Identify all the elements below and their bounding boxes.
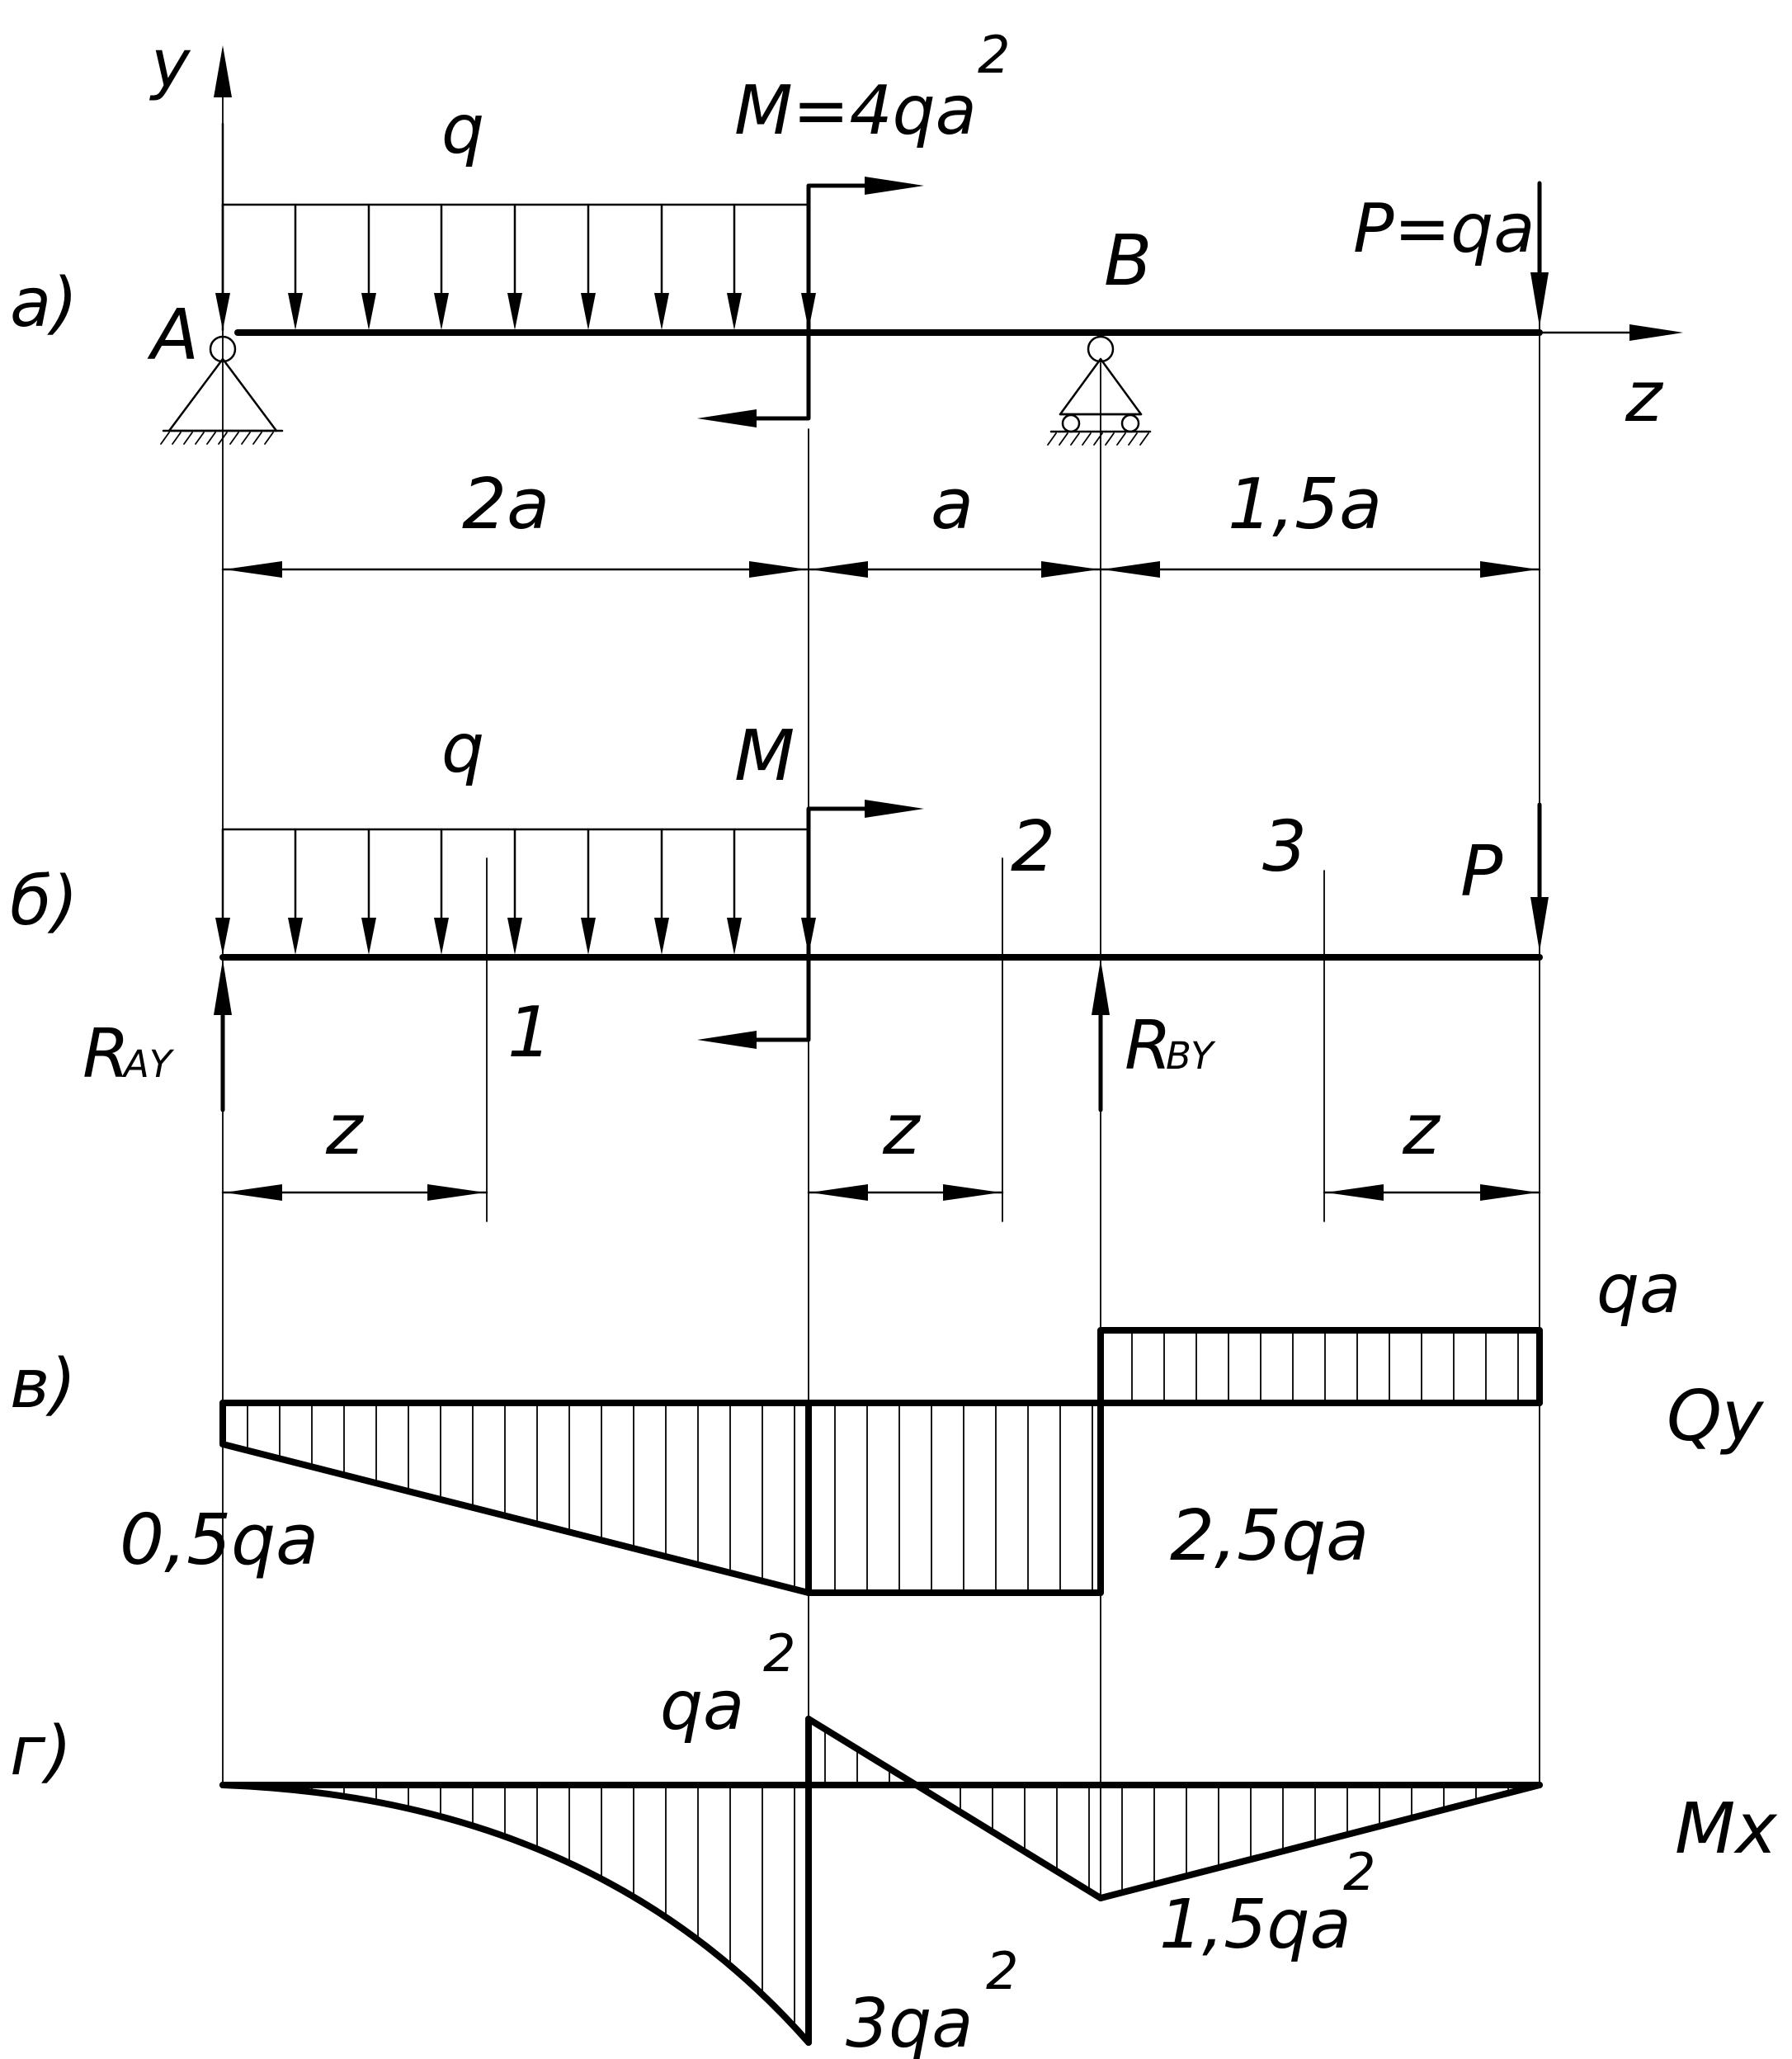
label-part-v: в) <box>10 1345 76 1424</box>
shear-segment-1 <box>219 1400 812 1596</box>
label-point-b: B <box>1104 220 1152 302</box>
moment-symbol-b <box>724 806 877 1042</box>
label-q-top: q <box>441 91 484 169</box>
label-section-3: 3 <box>1262 806 1307 888</box>
extension-lines <box>222 49 1540 2043</box>
label-part-g: г) <box>10 1712 72 1791</box>
force-p-arrow-icon-a <box>1530 272 1549 327</box>
label-dim-a: a <box>931 464 974 545</box>
label-section-1: 1 <box>507 992 552 1074</box>
label-axis-y: y <box>149 26 191 102</box>
force-p-arrow-icon-b <box>1530 897 1549 952</box>
label-dim-1-5a: 1,5a <box>1228 464 1382 545</box>
moment-segment-2 <box>805 1716 1104 1901</box>
label-moment-3qa2: 3qa <box>846 1985 973 2059</box>
label-z-1: z <box>325 1089 365 1171</box>
labels: y z a) A B q M=4qa 2 P=qa 2a a 1,5a б) q… <box>10 25 1778 2059</box>
label-moment-top: M=4qa <box>734 72 977 150</box>
label-shear-2-5qa: 2,5qa <box>1170 1495 1369 1577</box>
label-moment-1-5qa2: 1,5qa <box>1159 1886 1351 1964</box>
label-moment-name: Mx <box>1675 1788 1778 1870</box>
label-reaction-b: R <box>1125 1007 1172 1085</box>
pin-support-a-icon <box>160 335 284 445</box>
label-point-a: A <box>147 295 199 376</box>
shear-segment-3 <box>1097 1327 1543 1406</box>
label-q-mid: q <box>441 710 484 788</box>
label-shear-0-5qa: 0,5qa <box>120 1499 318 1581</box>
reaction-a-arrow-icon <box>214 960 232 1015</box>
part-a-loading <box>160 45 1683 578</box>
moment-symbol-a <box>724 183 877 421</box>
label-dim-2a: 2a <box>462 464 549 545</box>
label-z-2: z <box>882 1089 922 1171</box>
label-reaction-a-sub: AY <box>121 1042 175 1086</box>
label-reaction-a: R <box>83 1015 130 1093</box>
moment-segment-3 <box>1097 1782 1543 1901</box>
label-moment-qa2: qa <box>660 1667 744 1745</box>
y-axis-arrow-icon <box>214 45 232 97</box>
label-moment-1-5qa2-exp: 2 <box>1343 1842 1375 1902</box>
label-moment-top-exp: 2 <box>978 25 1010 85</box>
label-reaction-b-sub: BY <box>1166 1034 1216 1078</box>
label-part-b: б) <box>10 862 78 941</box>
z-axis-arrow-icon <box>1629 324 1683 341</box>
label-section-2: 2 <box>1011 806 1055 888</box>
distributed-load-arrows-b <box>215 828 816 955</box>
reaction-b-arrow-icon <box>1092 960 1110 1015</box>
part-b-free-body <box>214 800 1549 1222</box>
distributed-load-arrows-a <box>215 203 816 330</box>
label-moment-mid: M <box>734 715 795 797</box>
label-force-top: P=qa <box>1353 190 1535 268</box>
moment-curve-1 <box>219 1782 812 2046</box>
label-axis-z: z <box>1625 357 1664 438</box>
label-shear-qa: qa <box>1596 1250 1681 1329</box>
roller-support-b-icon <box>1047 335 1152 446</box>
label-z-3: z <box>1402 1089 1441 1171</box>
shear-segment-2 <box>805 1400 1104 1596</box>
label-part-a: a) <box>10 264 78 342</box>
label-moment-3qa2-exp: 2 <box>986 1941 1018 2001</box>
label-shear-name: Qy <box>1667 1376 1765 1457</box>
label-force-mid: P <box>1460 831 1503 913</box>
label-moment-qa2-exp: 2 <box>763 1623 795 1684</box>
